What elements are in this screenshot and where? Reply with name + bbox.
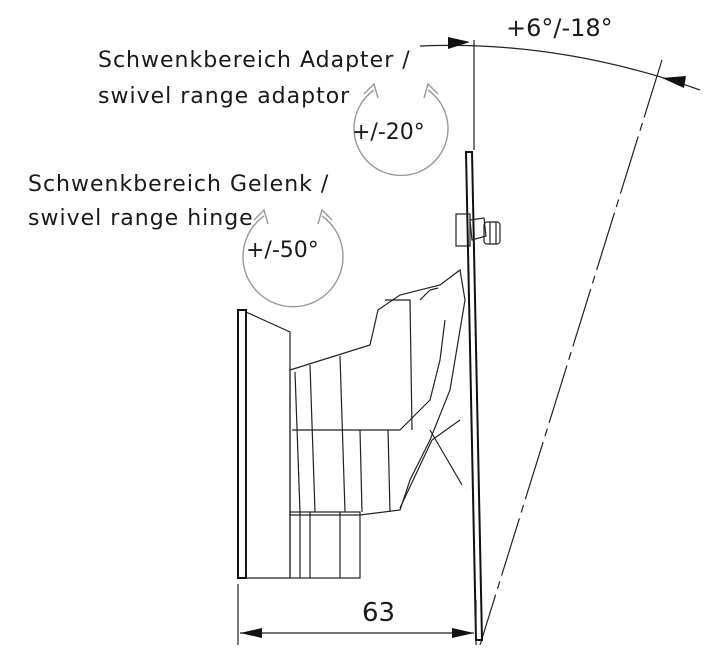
- arm-body: [289, 268, 466, 579]
- adapter-label-english: swivel range adaptor: [98, 84, 351, 109]
- adapter-swivel-arrows: [353, 82, 449, 177]
- adapter-angle-value: +/-20°: [352, 120, 425, 145]
- adapter-label-german: Schwenkbereich Adapter /: [98, 48, 411, 73]
- hinge-swivel-arrows: [242, 208, 344, 308]
- hinge-angle-value: +/-50°: [246, 238, 319, 263]
- tilt-dimension: [419, 37, 701, 646]
- monitor-plate: [455, 151, 501, 641]
- tilt-angle-value: +6°/-18°: [506, 14, 613, 42]
- hinge-label-german: Schwenkbereich Gelenk /: [28, 172, 330, 197]
- wall-plate: [237, 309, 291, 579]
- depth-dimension: [237, 584, 477, 645]
- hinge-label-english: swivel range hinge: [28, 206, 254, 231]
- depth-value: 63: [362, 598, 396, 628]
